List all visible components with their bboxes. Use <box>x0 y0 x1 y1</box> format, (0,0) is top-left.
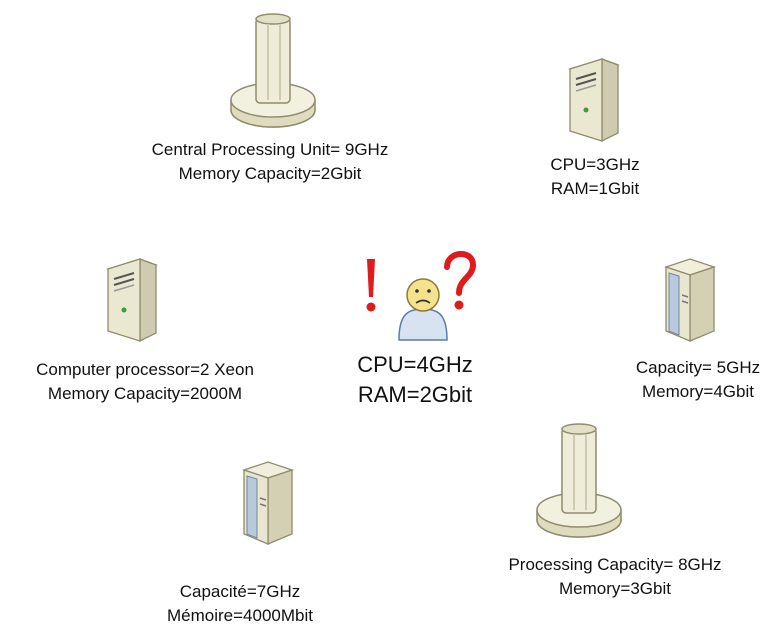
server-tower-icon <box>105 258 159 343</box>
node-cpu-text: CPU=3GHz <box>550 155 640 174</box>
center-cpu: CPU=4GHz <box>357 352 473 377</box>
confused-user-icon <box>366 251 477 341</box>
node-label-mainframe-bottom-right: Processing Capacity= 8GHz Memory=3Gbit <box>470 553 760 601</box>
node-label-mainframe-top: Central Processing Unit= 9GHz Memory Cap… <box>120 138 420 186</box>
node-memory-text: Memory=4Gbit <box>642 382 754 401</box>
mainframe-tower-icon <box>536 423 622 538</box>
node-label-server-left: Computer processor=2 Xeon Memory Capacit… <box>5 358 285 406</box>
node-memory-text: Memory Capacity=2000M <box>47 384 243 403</box>
node-cpu-text: Processing Capacity= 8GHz <box>508 555 722 574</box>
exclamation-mark-icon <box>366 259 376 312</box>
node-label-rack-right: Capacity= 5GHz Memory=4Gbit <box>618 356 778 404</box>
node-memory-text: Mémoire=4000Mbit <box>167 606 313 625</box>
center-requirements-label: CPU=4GHz RAM=2Gbit <box>345 350 485 410</box>
center-ram: RAM=2Gbit <box>357 382 473 407</box>
server-tower-icon <box>567 58 621 143</box>
mainframe-tower-icon <box>230 13 316 128</box>
node-memory-text: RAM=1Gbit <box>550 179 640 198</box>
node-cpu-text: Central Processing Unit= 9GHz <box>151 140 389 159</box>
node-label-rack-bottom-left: Capacité=7GHz Mémoire=4000Mbit <box>150 580 330 628</box>
server-rack-icon <box>241 461 295 545</box>
node-cpu-text: Computer processor=2 Xeon <box>36 360 254 379</box>
node-memory-text: Memory=3Gbit <box>559 579 671 598</box>
node-cpu-text: Capacity= 5GHz <box>635 358 761 377</box>
node-label-server-top-right: CPU=3GHz RAM=1Gbit <box>515 153 675 201</box>
node-memory-text: Memory Capacity=2Gbit <box>178 164 362 183</box>
question-mark-icon <box>444 251 477 310</box>
node-cpu-text: Capacité=7GHz <box>179 582 301 601</box>
server-rack-icon <box>663 258 717 342</box>
